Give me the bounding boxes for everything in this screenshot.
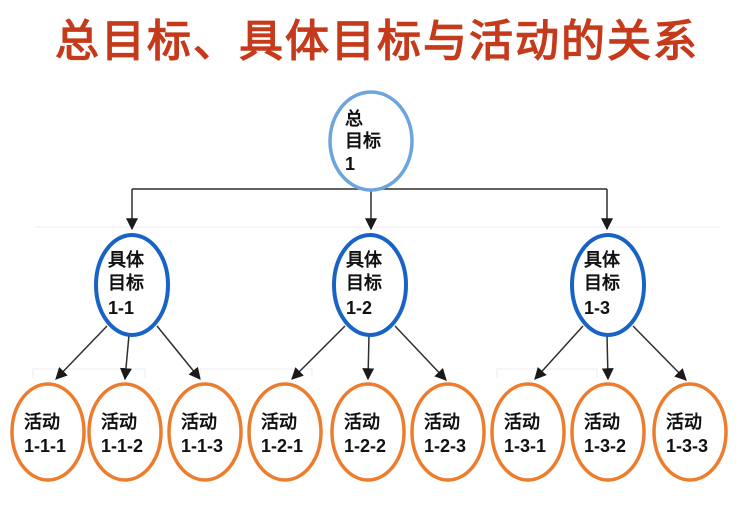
node-activity-1-2-2: 活动 1-2-2: [330, 382, 406, 482]
faint-group-outline: [32, 368, 146, 378]
node-line: 总: [345, 108, 363, 129]
node-line: 目标: [584, 272, 620, 293]
edges-root-to-goals: [126, 188, 613, 231]
activity-node-shape: [10, 382, 86, 482]
node-line: 1-2-2: [344, 436, 386, 456]
activity-node-shape: [410, 382, 486, 482]
node-specific-goal-1-1: 具体 目标 1-1: [94, 233, 170, 337]
faint-group-outline: [496, 368, 598, 378]
edge-goal-1-3-to-activity-1-3-1: [534, 325, 584, 380]
node-overall-goal-1: 总 目标 1: [328, 90, 414, 192]
node-activity-1-3-3: 活动 1-3-3: [652, 382, 728, 482]
node-line: 活动: [666, 411, 702, 432]
node-line: 目标: [346, 272, 382, 293]
edge-goal-1-2-to-activity-1-2-1: [291, 325, 346, 380]
node-line: 具体: [584, 249, 621, 270]
goal-node-shape: [570, 233, 646, 337]
node-line: 活动: [424, 411, 460, 432]
node-line: 1: [345, 154, 355, 174]
node-line: 活动: [504, 411, 540, 432]
node-line: 活动: [261, 411, 297, 432]
node-line: 1-3-2: [584, 436, 626, 456]
activity-node-shape: [330, 382, 406, 482]
node-line: 目标: [108, 272, 144, 293]
activity-node-shape: [570, 382, 646, 482]
node-activity-1-3-2: 活动 1-3-2: [570, 382, 646, 482]
node-line: 活动: [101, 411, 137, 432]
activity-node-shape: [247, 382, 323, 482]
node-line: 1-1-2: [101, 436, 143, 456]
node-line: 活动: [181, 411, 217, 432]
page-title: 总目标、具体目标与活动的关系: [55, 17, 699, 66]
node-activity-1-1-3: 活动 1-1-3: [167, 382, 243, 482]
node-specific-goal-1-2: 具体 目标 1-2: [332, 233, 408, 337]
activity-node-shape: [490, 382, 566, 482]
node-activity-1-2-1: 活动 1-2-1: [247, 382, 323, 482]
edge-goal-1-3-to-activity-1-3-3: [632, 325, 687, 381]
goal-node-shape: [94, 233, 170, 337]
edge-goal-1-2-to-activity-1-2-3: [394, 325, 447, 381]
node-activity-1-2-3: 活动 1-2-3: [410, 382, 486, 482]
node-activity-1-1-2: 活动 1-1-2: [87, 382, 163, 482]
node-line: 1-3-3: [666, 436, 708, 456]
node-line: 活动: [344, 411, 380, 432]
node-line: 1-3-1: [504, 436, 546, 456]
node-line: 1-2-3: [424, 436, 466, 456]
activity-node-shape: [652, 382, 728, 482]
node-line: 1-2-1: [261, 436, 303, 456]
goal-node-shape: [332, 233, 408, 337]
edge-goal-1-1-to-activity-1-1-2: [120, 334, 132, 381]
root-node-shape: [328, 90, 414, 192]
node-line: 具体: [108, 249, 145, 270]
edges-goals-to-activities: [55, 325, 687, 381]
edge-goal-1-3-to-activity-1-3-2: [601, 334, 614, 381]
activity-node-shape: [87, 382, 163, 482]
node-specific-goal-1-3: 具体 目标 1-3: [570, 233, 646, 337]
node-line: 1-1: [108, 298, 134, 318]
node-activity-1-3-1: 活动 1-3-1: [490, 382, 566, 482]
node-line: 1-3: [584, 298, 610, 318]
node-line: 活动: [24, 411, 60, 432]
node-line: 活动: [584, 411, 620, 432]
edge-goal-1-1-to-activity-1-1-1: [55, 325, 108, 380]
node-activity-1-1-1: 活动 1-1-1: [10, 382, 86, 482]
node-line: 1-1-1: [24, 436, 66, 456]
edge-goal-1-2-to-activity-1-2-2: [362, 334, 375, 381]
node-line: 1-2: [346, 298, 372, 318]
node-line: 1-1-3: [181, 436, 223, 456]
node-line: 目标: [345, 130, 381, 151]
activity-node-shape: [167, 382, 243, 482]
edge-goal-1-1-to-activity-1-1-3: [156, 325, 201, 380]
node-line: 具体: [346, 249, 383, 270]
